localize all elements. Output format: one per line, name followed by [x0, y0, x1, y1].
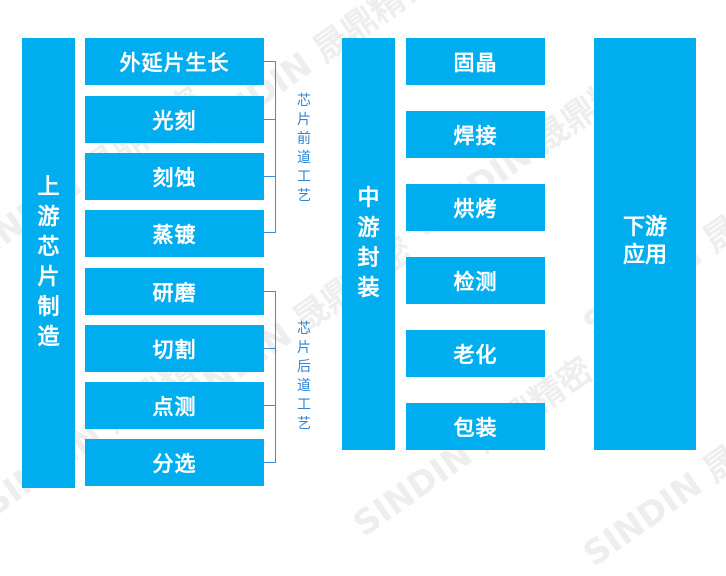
bracket-tick	[264, 348, 276, 349]
front-end-label: 芯片前道工艺	[297, 93, 311, 204]
downstream-box: 下游应用	[594, 38, 696, 450]
back-end-label: 芯片后道工艺	[297, 321, 311, 432]
step-box: 分选	[85, 439, 264, 486]
step-box: 切割	[85, 325, 264, 372]
upstream-label: 上游芯片制造	[37, 175, 60, 350]
bracket-tick	[264, 405, 276, 406]
front-end-bracket	[264, 61, 276, 233]
step-box: 检测	[406, 257, 545, 304]
step-box: 研磨	[85, 268, 264, 315]
upstream-box: 上游芯片制造	[22, 38, 75, 488]
step-box: 刻蚀	[85, 153, 264, 200]
step-box: 蒸镀	[85, 210, 264, 257]
bracket-tick	[264, 119, 276, 120]
step-box: 老化	[406, 330, 545, 377]
bracket-tick	[264, 176, 276, 177]
step-box: 包装	[406, 403, 545, 450]
step-box: 光刻	[85, 96, 264, 143]
step-box: 焊接	[406, 111, 545, 158]
back-end-bracket	[264, 291, 276, 463]
midstream-box: 中游封装	[342, 38, 395, 450]
midstream-label: 中游封装	[357, 186, 380, 301]
step-box: 外延片生长	[85, 38, 264, 85]
step-box: 点测	[85, 382, 264, 429]
step-box: 固晶	[406, 38, 545, 85]
step-box: 烘烤	[406, 184, 545, 231]
downstream-label: 下游应用	[622, 215, 667, 268]
